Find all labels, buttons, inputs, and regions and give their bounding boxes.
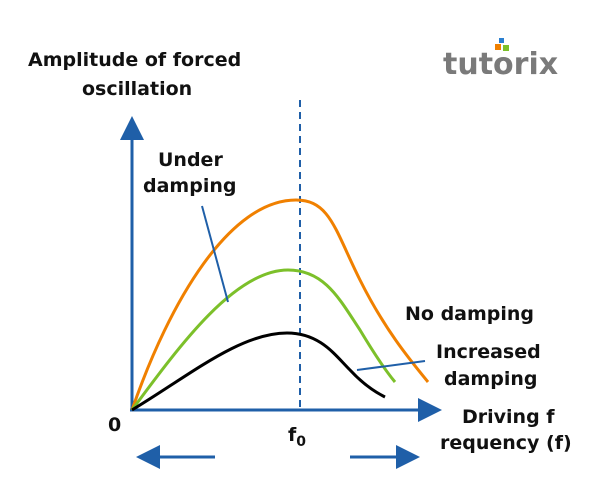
y-axis-label-line2: oscillation (82, 78, 192, 100)
increased-damping-label-line1: Increased (436, 341, 541, 363)
no-damping-label: No damping (405, 303, 534, 325)
f0-subscript: 0 (296, 434, 306, 450)
f0-label: f0 (288, 424, 306, 450)
tutorix-logo: tutorix (443, 47, 558, 82)
x-axis-label-line1: Driving f (462, 406, 555, 428)
logo-dot-orange (495, 44, 501, 50)
under-damping-label-line1: Under (158, 149, 223, 171)
under-damping-pointer (201, 205, 229, 303)
increased-damping-curve (131, 331, 386, 412)
increased-damping-pointer (356, 360, 426, 371)
y-axis-label-line1: Amplitude of forced (28, 49, 241, 71)
no-damping-curve (130, 198, 430, 411)
f0-base: f (288, 424, 297, 446)
under-damping-curve (130, 268, 397, 411)
under-damping-label-line2: damping (143, 175, 236, 197)
x-axis-label-line2: requency (f) (440, 432, 572, 454)
logo-dot-green (503, 45, 509, 51)
logo-dot-blue (499, 38, 504, 43)
origin-label: 0 (108, 414, 121, 436)
increased-damping-label-line2: damping (444, 368, 537, 390)
